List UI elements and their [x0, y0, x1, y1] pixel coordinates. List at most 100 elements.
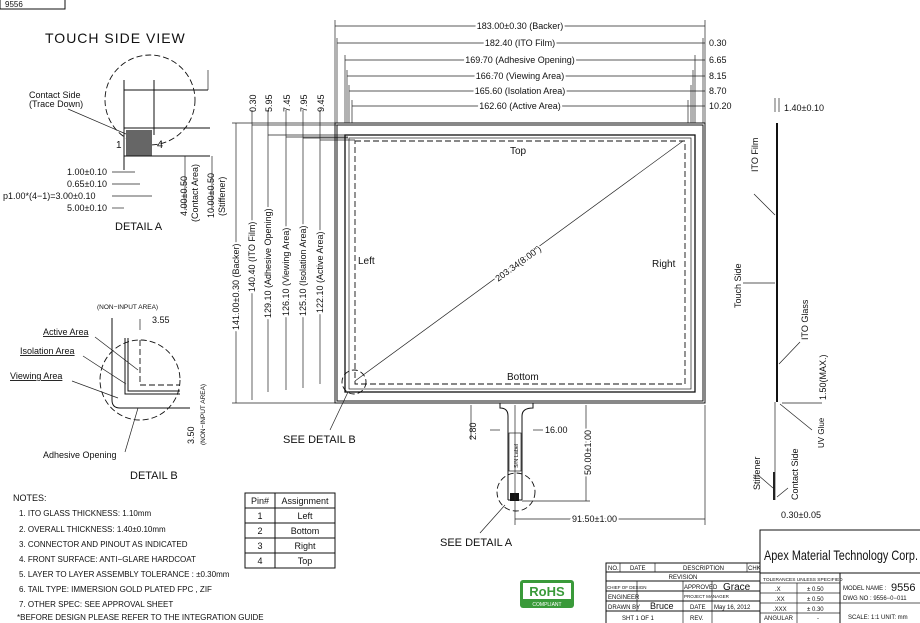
- trace-down-label: (Trace Down): [29, 99, 83, 109]
- tolerance-value: -: [817, 616, 819, 622]
- assignment-header: Assignment: [281, 496, 329, 506]
- approved-label: APPROVED: [684, 585, 718, 591]
- offset-8-70: 8.70: [709, 86, 727, 96]
- stiffener-label: (Stiffener): [217, 177, 227, 216]
- drawn-by-label: DRAWN BY: [608, 605, 640, 611]
- detail-a: 1 4 Contact Side (Trace Down) 1.00±0.10 …: [3, 54, 227, 233]
- dim-pad-gap: 0.65±0.10: [67, 179, 107, 189]
- contact-pads: [126, 130, 152, 156]
- sn-label: S/N Label: [514, 444, 520, 468]
- touch-panel-outline: Top Left Right Bottom 203.34(8.00") SEE …: [283, 122, 706, 446]
- rohs-text: RoHS: [529, 584, 565, 599]
- tolerance-key: ANGULAR: [764, 616, 794, 622]
- dim-50-00: 50.00±1.00: [583, 430, 593, 475]
- tolerance-key: .XX: [775, 597, 785, 603]
- detail-a-title: DETAIL A: [115, 221, 163, 233]
- dim-backer-height: 141.00±0.30 (Backer): [231, 244, 241, 331]
- company-name: Apex Material Technology Corp.: [764, 547, 918, 563]
- approved-by: Grace: [723, 582, 751, 593]
- pin-cell: 3: [257, 541, 262, 551]
- rev-description-header: DESCRIPTION: [683, 566, 724, 572]
- dim-active-width: 162.60 (Active Area): [479, 101, 561, 111]
- chief-of-design-label: CHIEF OF DESIGN: [607, 585, 647, 590]
- pin-cell: 4: [257, 556, 262, 566]
- dim-3-55: 3.55: [152, 315, 170, 325]
- drawn-by: Bruce: [650, 601, 674, 611]
- note-item: 4. FRONT SURFACE: ANTI−GLARE HARDCOAT: [19, 555, 196, 564]
- part-number-box: 9556: [0, 0, 66, 10]
- notes: NOTES: 1. ITO GLASS THICKNESS: 1.10mm 2.…: [13, 493, 264, 622]
- drawing-number: DWG NO : 9556−0−011: [843, 596, 907, 602]
- tolerance-value: ± 0.50: [807, 587, 824, 593]
- note-item: 3. CONNECTOR AND PINOUT AS INDICATED: [19, 540, 188, 549]
- touch-side-view-title: TOUCH SIDE VIEW: [45, 30, 186, 46]
- sheet-label: SHT 1 OF 1: [622, 616, 655, 622]
- note-item: 6. TAIL TYPE: IMMERSION GOLD PLATED FPC …: [19, 585, 212, 594]
- offset-v-7-95: 7.95: [299, 94, 309, 112]
- note-item: 7. OTHER SPEC: SEE APPROVAL SHEET: [19, 600, 173, 609]
- diagonal-line: [354, 140, 684, 382]
- see-detail-b: SEE DETAIL B: [283, 434, 356, 446]
- non-input-area-top: (NON−INPUT AREA): [97, 304, 158, 311]
- edge-label-bottom: Bottom: [507, 372, 539, 383]
- non-input-area-side: (NON−INPUT AREA): [200, 384, 207, 445]
- date-label: DATE: [690, 605, 706, 611]
- side-view: 1.40±0.10 ITO Film Touch Side ITO Glass …: [733, 98, 828, 520]
- pin-cell: 2: [257, 526, 262, 536]
- dim-adhesive-width: 169.70 (Adhesive Opening): [465, 55, 575, 65]
- contact-area-label: (Contact Area): [190, 164, 200, 222]
- tolerance-value: ± 0.50: [807, 597, 824, 603]
- edge-label-top: Top: [510, 146, 527, 157]
- dim-isolation-height: 125.10 (Isolation Area): [298, 225, 308, 316]
- contact-side-label: Contact Side: [29, 90, 81, 100]
- part-number: 9556: [5, 0, 23, 9]
- fpc-tail: S/N Label 2.80 16.00 50.00±1.00 91.50±1.…: [440, 403, 706, 549]
- adhesive-opening-label: Adhesive Opening: [43, 450, 117, 460]
- diagonal-size-label: 203.34(8.00"): [493, 244, 543, 284]
- isolation-area-label: Isolation Area: [20, 346, 75, 356]
- top-dimensions: 183.00±0.30 (Backer) 182.40 (ITO Film) 1…: [334, 19, 732, 123]
- dim-max-thickness: 1.50(MAX.): [818, 354, 828, 400]
- detail-b: (NON−INPUT AREA) 3.55 Active Area Isolat…: [10, 304, 207, 482]
- dim-tail-thickness: 0.30±0.05: [781, 510, 821, 520]
- scale-unit: SCALE: 1:1 UNIT: mm: [848, 615, 908, 621]
- dim-stiffener: 10.00±0.50: [206, 173, 216, 218]
- rev-date-header: DATE: [630, 566, 646, 572]
- model-name-label: MODEL NAME :: [843, 586, 887, 592]
- offset-10-20: 10.20: [709, 101, 732, 111]
- contact-side-label-side: Contact Side: [790, 448, 800, 500]
- rev-no-header: NO.: [608, 566, 619, 572]
- active-area-label: Active Area: [43, 327, 89, 337]
- assignment-cell: Left: [297, 511, 313, 521]
- stiffener-label-side: Stiffener: [752, 457, 762, 490]
- tolerance-title: TOLERANCES UNLESS SPECIFIED: [763, 577, 843, 583]
- assignment-cell: Top: [298, 556, 313, 566]
- notes-title: NOTES:: [13, 493, 47, 503]
- dim-pad-width: 1.00±0.10: [67, 167, 107, 177]
- dim-film-width: 182.40 (ITO Film): [485, 38, 555, 48]
- dim-active-height: 122.10 (Active Area): [315, 231, 325, 313]
- pin-4-label: 4: [157, 139, 163, 151]
- tolerance-key: .XXX: [773, 607, 787, 613]
- model-name-value: 9556: [891, 582, 915, 594]
- detail-b-title: DETAIL B: [130, 470, 178, 482]
- pin-header: Pin#: [251, 496, 269, 506]
- tolerance-value: ± 0.30: [807, 607, 824, 613]
- offset-v-7-45: 7.45: [282, 94, 292, 112]
- dim-91-50: 91.50±1.00: [572, 514, 617, 524]
- dim-pitch: p1.00*(4−1)=3.00±0.10: [3, 191, 96, 201]
- dim-backer-width: 183.00±0.30 (Backer): [477, 21, 564, 31]
- see-detail-a: SEE DETAIL A: [440, 537, 513, 549]
- revision-label: REVISION: [669, 575, 698, 581]
- dim-isolation-width: 165.60 (Isolation Area): [475, 86, 566, 96]
- dim-contact-area: 4.00±0.50: [179, 176, 189, 216]
- dim-film-height: 140.40 (ITO Film): [247, 222, 257, 292]
- note-item: 1. ITO GLASS THICKNESS: 1.10mm: [19, 509, 152, 518]
- offset-v-9-45: 9.45: [316, 94, 326, 112]
- pin-cell: 1: [257, 511, 262, 521]
- offset-v-0-30: 0.30: [248, 94, 258, 112]
- touch-side-label: Touch Side: [733, 263, 743, 308]
- edge-label-right: Right: [652, 259, 676, 270]
- dim-thickness: 1.40±0.10: [784, 103, 824, 113]
